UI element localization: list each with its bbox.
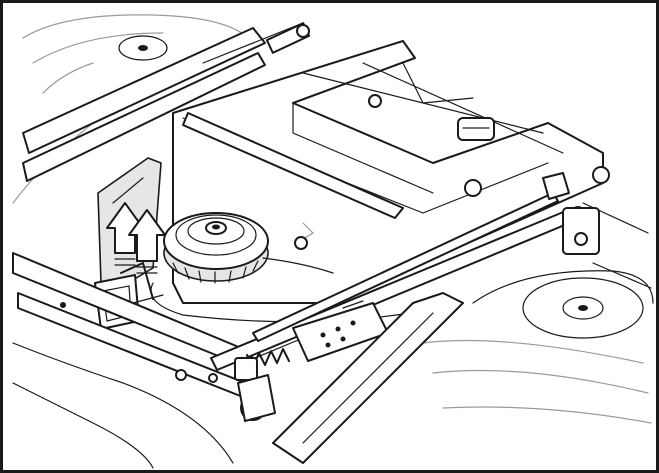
lower-handle: [272, 292, 464, 464]
upper-arm: [22, 22, 311, 182]
mower-deck-illustration: [12, 14, 654, 469]
spring-icon: [234, 337, 304, 422]
lift-frame: [172, 40, 610, 304]
pulley-icon: [163, 212, 269, 284]
deck-housing-right: [422, 202, 654, 424]
deck-edge-bottom: [12, 222, 314, 469]
lift-arrows-icon: [106, 202, 166, 274]
